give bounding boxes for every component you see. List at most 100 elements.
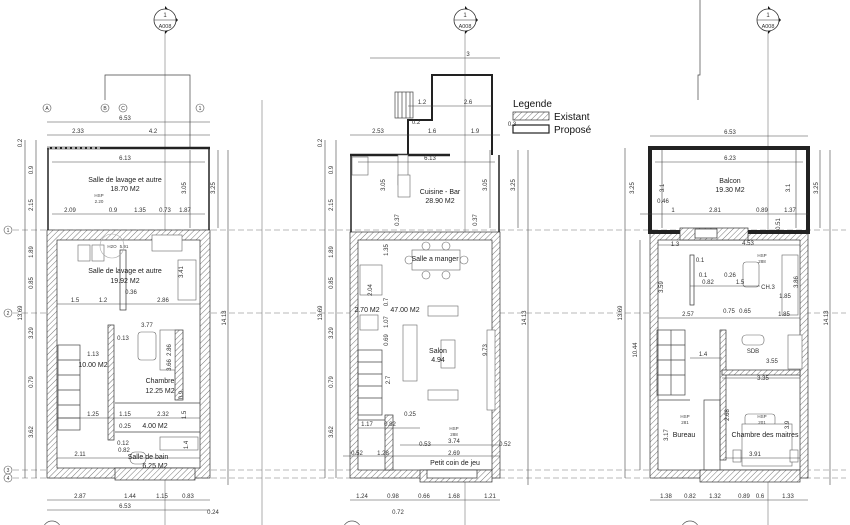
dimension-label: 3.29 [29,327,35,339]
dimension-label: 0.69 [384,334,390,346]
dimension-label: 0.24 [207,510,219,516]
dimension-label: 0.89 [738,494,750,500]
dimension-label: 0.37 [395,214,401,226]
dimension-label: 2.33 [72,129,84,135]
dimension-label: 0.13 [117,336,129,342]
room-label: 19.30 M2 [715,187,744,194]
dimension-label: 0.73 [159,208,171,214]
dimension-label: 1.87 [179,208,191,214]
dimension-label: 3.25 [511,179,517,191]
room-label: 4.94 [431,357,445,364]
room-label: 10.00 M2 [78,362,107,369]
grid-axis-label: C [121,106,125,112]
dimension-label: 6.53 [724,130,736,136]
room-label: Bureau [673,432,696,439]
room-label: Salle a manger [411,256,459,263]
dimension-label: 0.7 [384,297,390,306]
dimension-label: 3.25 [814,182,820,194]
dimension-label: 3.29 [329,327,335,339]
ceiling-height-label: 201 [758,420,766,425]
dimension-label: 0.36 [125,290,137,296]
dimension-label: 1.89 [29,246,35,258]
ceiling-height-label: 281 [681,420,689,425]
dimension-label: 14.13 [824,310,830,326]
dimension-label: 1.15 [119,412,131,418]
dimension-label: 1.35 [134,208,146,214]
dimension-label: 2.09 [64,208,76,214]
dimension-label: 0.2 [18,138,24,147]
room-label: 28.90 M2 [425,198,454,205]
staircase [357,349,383,416]
dimension-label: 0.51 [776,218,782,230]
ceiling-height-label: HSP [449,426,458,431]
room-label: Salon [429,348,447,355]
dimension-label: 3.17 [664,429,670,441]
dimension-label: 1.24 [356,494,368,500]
room-label: 2.70 M2 [354,307,379,314]
grid-axis-marker: B [100,103,110,113]
bed [732,413,799,467]
dimension-label: 1.5 [736,280,745,286]
grid-axis-label: 1 [7,228,10,234]
room-label: Salle de bain [128,454,169,461]
grid-axis-label: 4 [7,476,10,482]
dimension-label: 13.69 [618,305,624,321]
dimension-label: 0.65 [739,309,751,315]
dimension-label: 1.07 [384,316,390,328]
dimension-label: 3 [466,52,470,58]
dimension-label: 2.15 [329,199,335,211]
dimension-label: 2.57 [682,312,694,318]
ceiling-height-label: H2O [107,244,117,249]
dimension-label: 0.82 [684,494,696,500]
dimension-label: 0.12 [117,441,129,447]
ceiling-height-label: HSP [757,253,766,258]
dimension-label: 0.9 [109,208,118,214]
dimension-label: 0.75 [723,309,735,315]
grid-axis-marker: 3 [3,465,13,475]
section-marker-left[interactable]: 1 A008 [153,6,178,34]
dimension-label: 0.2 [318,138,324,147]
dimension-label: 1.21 [484,494,496,500]
dimension-label: 2.53 [372,129,384,135]
dimension-label: 6.53 [119,116,131,122]
dimension-label: 0.25 [119,424,131,430]
dimension-label: 3.55 [766,359,778,365]
dimension-label: 1.13 [87,352,99,358]
dimension-label: 0.66 [418,494,430,500]
dimension-label: 9.73 [483,344,489,356]
dimension-label: 1.17 [361,422,373,428]
grid-axis-marker: 4 [3,473,13,483]
dimension-label: 1.85 [779,294,791,300]
dimension-label: 3.74 [448,439,460,445]
dimension-label: 0.2 [412,120,421,126]
dimension-label: 3.05 [381,179,387,191]
dimension-label: 2.86 [167,344,173,356]
dimension-label: 3.1 [660,183,666,192]
dimension-label: SDB [747,349,759,355]
dimension-label: 3.25 [211,182,217,194]
section-marker-middle[interactable]: 1 A008 [453,6,478,34]
room-label: 12.25 M2 [145,388,174,395]
plan-left [24,74,229,511]
dimension-label: 0.85 [29,277,35,289]
bottom-markers [44,520,698,525]
legend-label-existing: Existant [554,112,590,123]
ceiling-height-label: HSP [94,193,103,198]
room-label: 18.70 M2 [110,186,139,193]
dimension-label: 0.1 [699,273,708,279]
dimension-label: 0.25 [404,412,416,418]
dimension-label: 0.52 [499,442,511,448]
dimension-label: 1.2 [99,298,108,304]
plan-middle [324,57,529,501]
dimension-label: 0.82 [702,280,714,286]
grid-axis-label: 2 [7,311,10,317]
dimension-label: 2.15 [29,199,35,211]
section-marker-right[interactable]: 1 A008 [756,6,781,34]
dimension-label: 0.37 [473,214,479,226]
dimension-label: 0.82 [384,422,396,428]
section-number: 1 [766,13,770,19]
dimension-label: 3.62 [29,426,35,438]
dimension-label: 3.1 [786,183,792,192]
